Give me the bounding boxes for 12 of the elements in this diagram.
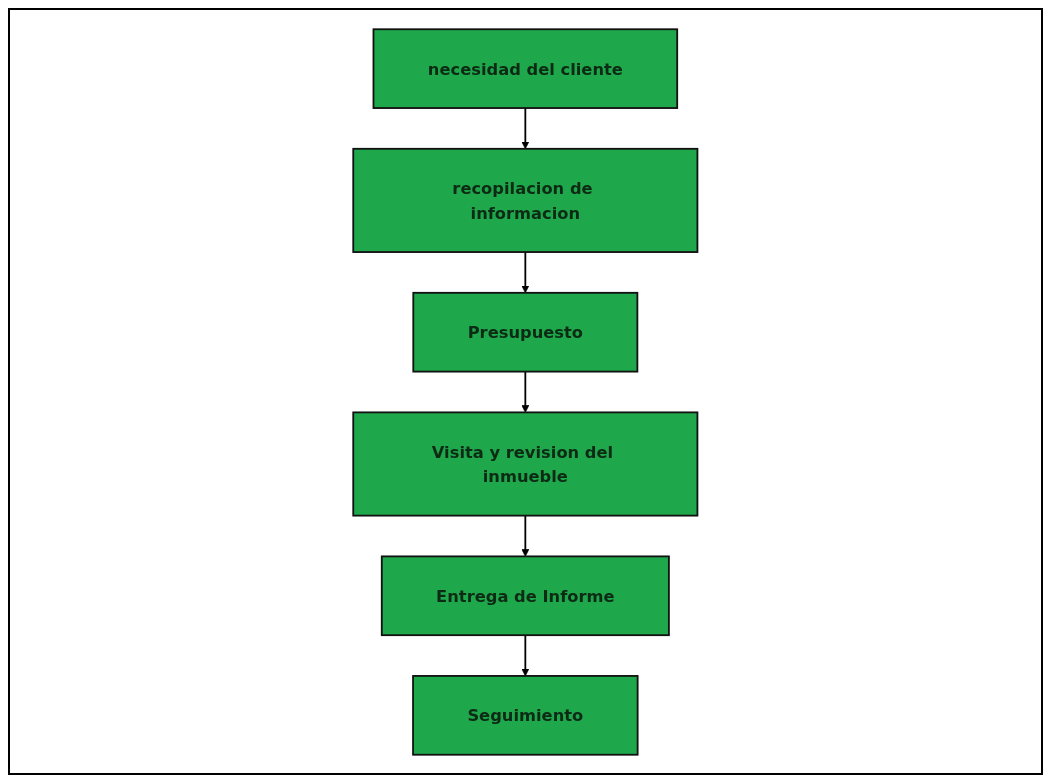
arrow xyxy=(521,633,530,676)
diagram-frame: necesidad del cliente recopilacion de informacion Presupuesto Visita y revision del inmueble Entrega de Informe Seguimiento xyxy=(8,8,1043,775)
node-box xyxy=(412,291,639,372)
arrow xyxy=(521,514,530,557)
node-box xyxy=(412,674,639,756)
node-box xyxy=(381,554,670,636)
node-box xyxy=(352,410,699,517)
node-box xyxy=(352,147,699,253)
arrow xyxy=(521,250,530,293)
arrow xyxy=(521,370,530,413)
node-box xyxy=(372,27,679,109)
arrow xyxy=(521,106,530,149)
